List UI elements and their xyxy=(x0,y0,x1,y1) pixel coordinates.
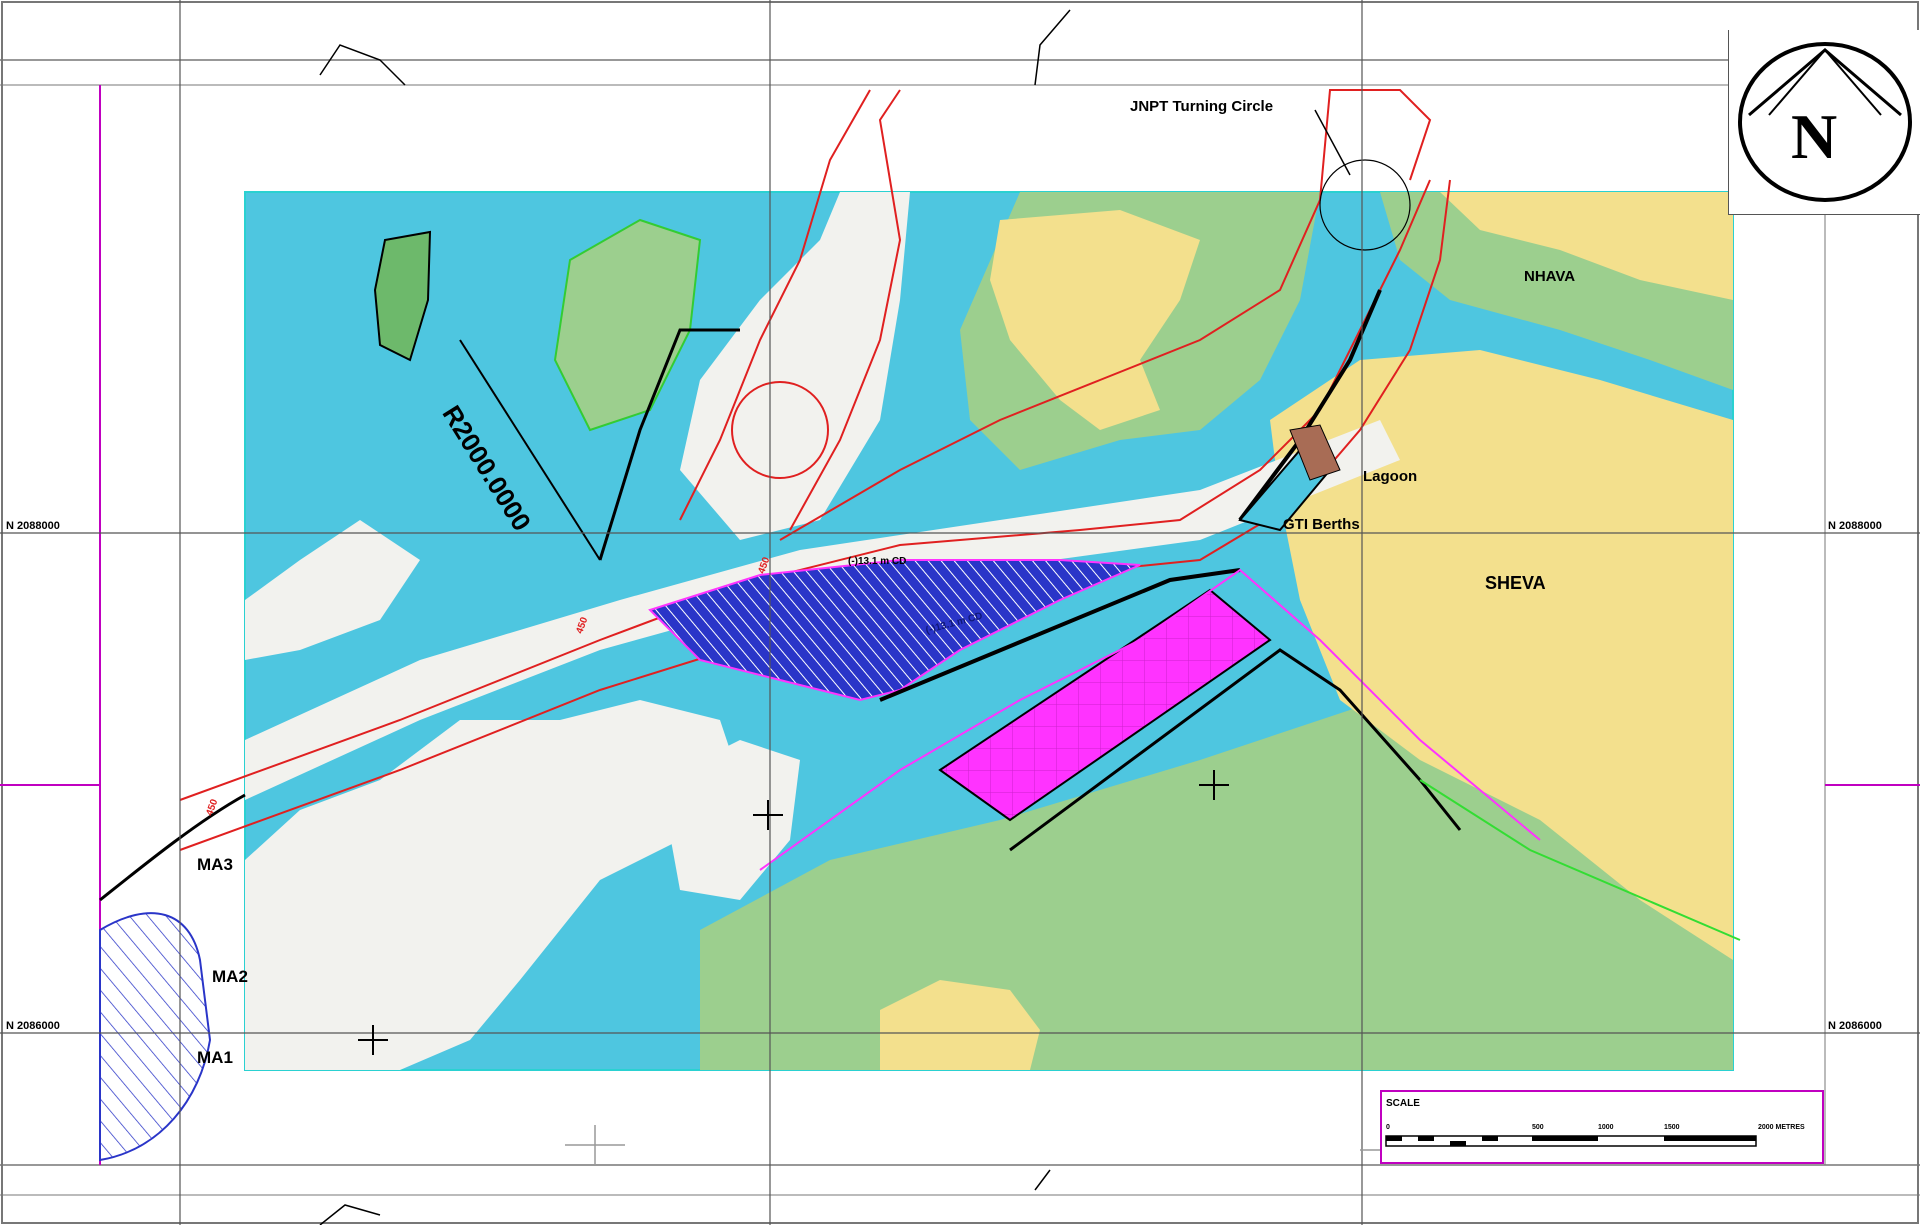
scale-title: SCALE xyxy=(1386,1098,1420,1109)
turning-circle-leader xyxy=(1314,109,1351,176)
contour-bottom-1 xyxy=(319,1204,381,1225)
island-green xyxy=(553,218,702,432)
berth-line xyxy=(879,568,1241,702)
compass-letter: N xyxy=(1791,101,1838,172)
channel-north-arm xyxy=(679,89,871,521)
compass-icon xyxy=(1738,42,1912,202)
scale-tick-500: 500 xyxy=(1532,1124,1544,1131)
lagoon-area xyxy=(1289,424,1341,481)
label-jnpt-turning-circle: JNPT Turning Circle xyxy=(1130,98,1274,115)
radius-leader xyxy=(459,339,601,561)
channel-north-arm-2 xyxy=(789,89,902,531)
bridge-line xyxy=(598,328,740,561)
scale-tick-1000: 1000 xyxy=(1598,1124,1614,1131)
dredge-area xyxy=(648,559,1141,702)
jnpt-berths xyxy=(1238,289,1382,522)
mudflat-southwest xyxy=(245,700,740,1070)
crosshair-4 xyxy=(565,1125,625,1165)
contour-top-2 xyxy=(1034,9,1071,86)
label-northing-lower-left: N 2086000 xyxy=(6,1020,60,1032)
scale-tick-2000: 2000 METRES xyxy=(1758,1124,1805,1131)
scale-tick-1500: 1500 xyxy=(1664,1124,1680,1131)
label-ma3: MA3 xyxy=(197,855,233,874)
left-dredge-hatch xyxy=(99,912,212,1162)
label-nhava: NHAVA xyxy=(1524,268,1576,285)
label-ma2: MA2 xyxy=(212,967,248,986)
crosshair-1 xyxy=(753,800,783,830)
channel-south-boundary xyxy=(179,179,1451,851)
label-sheva: SHEVA xyxy=(1485,573,1546,593)
contour-bottom-2 xyxy=(1034,1169,1051,1191)
small-island xyxy=(373,230,432,362)
label-gti-berths: GTI Berths xyxy=(1283,516,1360,533)
label-ma1: MA1 xyxy=(197,1048,233,1067)
jnpt-turning-circle xyxy=(1319,159,1411,251)
mudflat-channel-band xyxy=(245,420,1400,800)
contour-top-1 xyxy=(319,44,406,86)
scale-tick-0: 0 xyxy=(1386,1124,1390,1131)
channel-upper-boundary xyxy=(779,89,1432,541)
mudflat-west xyxy=(245,520,420,660)
south-land xyxy=(880,980,1040,1070)
label-northing-lower-right: N 2086000 xyxy=(1828,1020,1882,1032)
anchorage-circle xyxy=(731,381,829,479)
north-arrow-box: N xyxy=(1728,30,1920,215)
south-vegetation xyxy=(700,700,1733,1070)
label-northing-upper-left: N 2088000 xyxy=(6,520,60,532)
crosshair-2 xyxy=(358,1025,388,1055)
breakwater-south xyxy=(1009,648,1462,852)
label-lagoon: Lagoon xyxy=(1363,468,1418,485)
green-bund xyxy=(1419,779,1741,941)
nhava-land xyxy=(1440,192,1733,300)
label-channel-depth-1: (-)13.1 m CD xyxy=(848,556,907,567)
label-northing-upper-right: N 2088000 xyxy=(1828,520,1882,532)
left-channel-curve xyxy=(99,793,246,902)
crosshair-3 xyxy=(1199,770,1229,800)
mudflat-south xyxy=(660,740,800,900)
scale-bar xyxy=(1385,1135,1757,1147)
elephanta-island xyxy=(990,210,1200,430)
magenta-boundary xyxy=(759,568,1541,871)
scale-box: SCALE 0 500 1000 1500 2000 METRES xyxy=(1380,1090,1824,1164)
sheva-land xyxy=(1270,350,1733,960)
